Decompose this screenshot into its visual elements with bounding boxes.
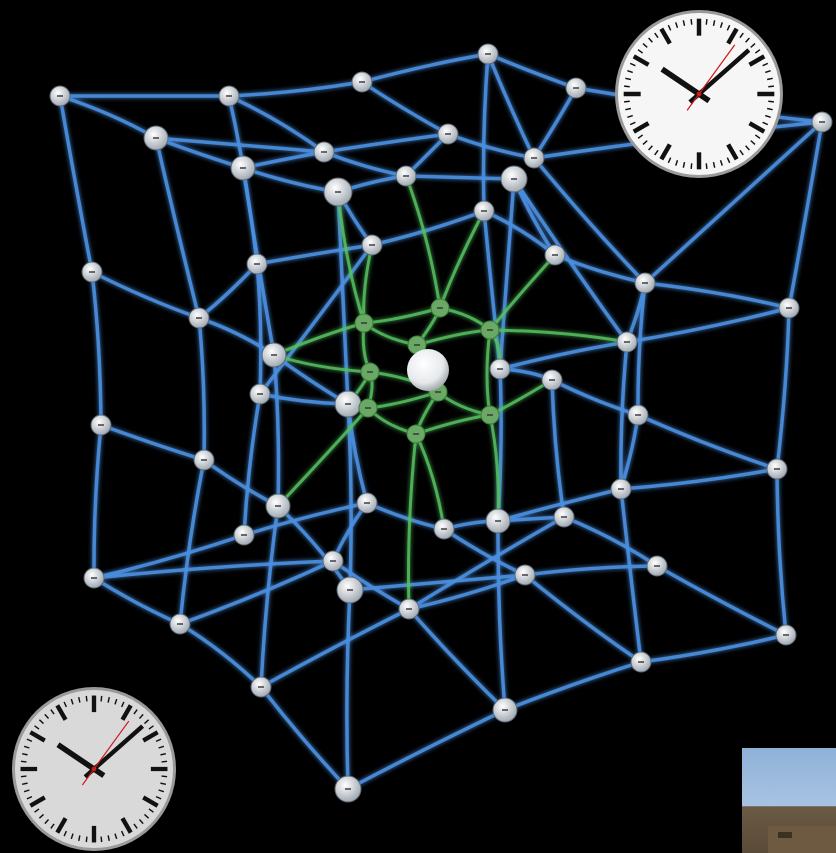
clock-tick — [624, 86, 630, 87]
central-mass — [407, 349, 449, 391]
lattice-line — [367, 503, 444, 529]
clock-tick — [86, 837, 87, 842]
lattice-line — [261, 609, 409, 687]
inner-field-line — [274, 323, 364, 355]
lattice-line — [199, 264, 257, 318]
building-window — [778, 832, 792, 838]
clock-tick — [21, 761, 26, 762]
lattice-line — [92, 272, 199, 318]
lattice-line — [777, 308, 789, 469]
inner-field-line — [364, 308, 440, 323]
clock-tick — [21, 776, 26, 777]
lattice-line — [94, 425, 101, 578]
lattice-line — [324, 152, 406, 176]
clock-tick — [706, 163, 707, 169]
lattice-line — [180, 561, 333, 624]
clock-tick — [691, 163, 692, 169]
clock-tick — [706, 19, 707, 25]
lattice-line — [444, 529, 525, 575]
lattice-line — [261, 687, 348, 789]
lattice-line — [229, 82, 362, 96]
lower-left-clock — [12, 687, 176, 851]
lattice-line — [180, 460, 204, 624]
lattice-line — [621, 415, 638, 489]
inner-field-line — [416, 434, 444, 529]
lattice-line — [362, 54, 488, 82]
inner-field-line — [490, 255, 555, 330]
clock-tick — [162, 776, 167, 777]
inner-field-line — [416, 415, 490, 434]
lattice-line — [627, 308, 789, 342]
lattice-line — [372, 211, 484, 245]
lattice-line — [92, 272, 101, 425]
clock-tick — [101, 696, 102, 701]
lattice-line — [484, 211, 555, 255]
lattice-line — [409, 517, 564, 609]
lattice-line — [621, 469, 777, 489]
lattice-line — [199, 318, 274, 355]
clock-tick — [86, 696, 87, 701]
lattice-line — [638, 415, 777, 469]
clock-center — [697, 92, 702, 97]
inner-field-line — [417, 330, 490, 345]
lattice-line — [534, 88, 576, 158]
lattice-line — [180, 624, 261, 687]
lattice-line — [60, 96, 156, 138]
lattice-line — [60, 96, 92, 272]
lattice-line — [657, 566, 786, 635]
lattice-line — [448, 134, 534, 158]
clock-tick — [624, 101, 630, 102]
clock-tick — [768, 86, 774, 87]
lattice-line — [500, 179, 514, 369]
lattice-line — [525, 575, 641, 662]
upper-right-clock — [615, 10, 783, 178]
lattice-line — [500, 342, 627, 369]
lattice-line — [347, 590, 350, 789]
lattice-line — [777, 469, 786, 635]
building-facade — [768, 826, 836, 853]
lattice-line — [564, 517, 657, 566]
lattice-line — [199, 318, 204, 460]
inner-field-line — [406, 176, 440, 308]
lattice-line — [406, 176, 514, 179]
lattice-line — [156, 138, 199, 318]
lattice-line — [552, 380, 564, 517]
clock-center — [92, 767, 97, 772]
lattice-line — [94, 578, 180, 624]
inner-field-line — [490, 330, 627, 342]
lattice-line — [243, 168, 338, 192]
clock-tick — [101, 837, 102, 842]
lattice-line — [101, 425, 204, 460]
lattice-line — [257, 245, 372, 264]
inner-field-line — [368, 392, 438, 408]
lattice-line — [621, 489, 641, 662]
lattice-line — [261, 506, 278, 687]
lattice-line — [362, 82, 448, 134]
lattice-line — [244, 394, 260, 535]
lattice-line — [324, 134, 448, 152]
clock-tick — [162, 761, 167, 762]
lattice-line — [789, 122, 822, 308]
lattice-line — [525, 566, 657, 575]
inner-field-line — [487, 330, 490, 415]
lattice-line — [204, 460, 278, 506]
lattice-line — [498, 521, 505, 710]
lattice-line — [484, 54, 489, 211]
lattice-line — [641, 635, 786, 662]
clock-tick — [768, 101, 774, 102]
building-photo-fragment — [742, 748, 836, 853]
lattice-line — [409, 609, 505, 710]
lattice-line — [348, 710, 505, 789]
clock-tick — [691, 19, 692, 25]
inner-field-line — [490, 415, 498, 521]
lattice-line — [257, 264, 261, 394]
lattice-line — [505, 662, 641, 710]
lattice-line — [645, 283, 789, 308]
